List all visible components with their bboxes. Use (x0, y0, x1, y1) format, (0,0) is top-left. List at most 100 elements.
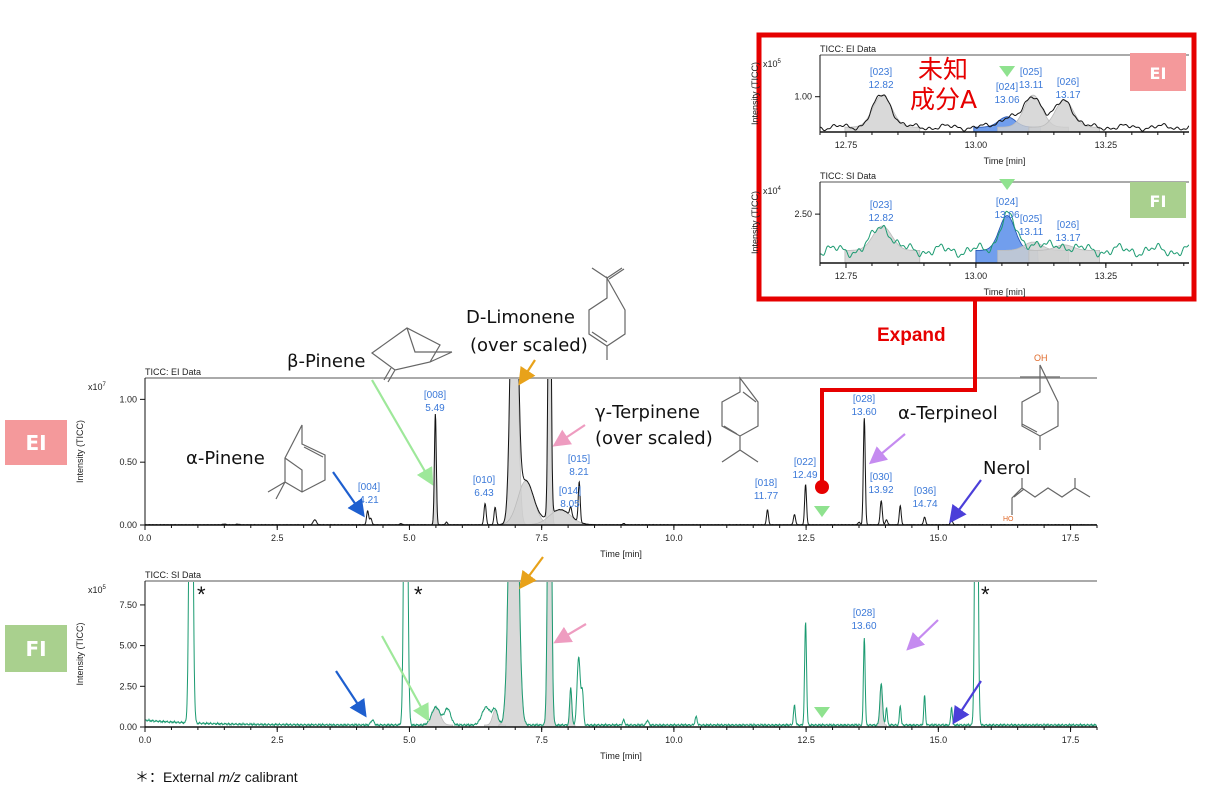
peak-label-id: [036] (914, 486, 936, 497)
multiplier-exponent: 5 (103, 585, 107, 591)
x-tick-label: 13.00 (965, 271, 988, 281)
peak-label-rt: 13.06 (994, 95, 1019, 106)
fi_inset-trace (820, 210, 1189, 259)
terpinene-arrow (552, 424, 586, 447)
nerol-fi-arrow (952, 680, 982, 725)
peak-label-rt: 14.74 (912, 499, 937, 510)
footnote-italic: m/z (218, 769, 241, 785)
x-tick-label: 13.00 (965, 140, 988, 150)
unknown-label-line2: 成分A (910, 85, 977, 114)
x-tick-label: 10.0 (665, 533, 683, 543)
terpinene-structure (721, 376, 759, 463)
y-axis-label: Intensity (TICC) (750, 191, 760, 254)
beta-pinene-arrow (371, 379, 434, 486)
y-tick-label: 1.00 (119, 394, 137, 404)
oh-label: OH (1034, 353, 1048, 363)
inset-fi-badge-box (1130, 182, 1186, 218)
x-tick-label: 2.5 (271, 735, 284, 745)
x-tick-label: 5.0 (403, 735, 416, 745)
peak-label-id: [008] (424, 390, 446, 401)
peak-label-id: [004] (358, 482, 380, 493)
x-tick-label: 12.5 (797, 735, 815, 745)
terpineol-structure (1020, 364, 1060, 450)
terpineol-label: α-Terpineol (898, 403, 998, 424)
peak-label-rt: 13.60 (851, 407, 876, 418)
limonene-note: (over scaled) (470, 335, 588, 356)
y-tick-label: 2.50 (794, 209, 812, 219)
limonene-label: D-Limonene (466, 307, 575, 328)
deconvolved-peak-area (566, 686, 576, 727)
x-tick-label: 13.25 (1095, 271, 1118, 281)
peak-label-id: [026] (1057, 77, 1079, 88)
y-tick-label: 0.50 (119, 457, 137, 467)
x-tick-label: 12.75 (835, 140, 858, 150)
calibrant-footnote: ＊：External m/z calibrant (135, 769, 298, 785)
peak-label-rt: 8.21 (569, 467, 589, 478)
y-multiplier: x107 (88, 382, 107, 392)
peak-label-id: [030] (870, 472, 892, 483)
target-marker-triangle (999, 66, 1016, 77)
peak-label-id: [023] (870, 67, 892, 78)
calibrant-marker-1: * (197, 582, 206, 607)
multiplier-exponent: 5 (778, 59, 782, 65)
limonene-structure (588, 267, 626, 360)
expand-label: Expand (877, 325, 946, 346)
deconvolved-peak-area (1028, 244, 1101, 263)
x-tick-label: 7.5 (535, 735, 548, 745)
expand-connector (820, 300, 977, 487)
unknown-label-line1: 未知 (918, 55, 968, 84)
x-tick-label: 17.5 (1062, 533, 1080, 543)
expand-anchor-dot (815, 480, 829, 494)
beta-pinene-label: β-Pinene (287, 351, 365, 372)
peak-label-id: [022] (794, 457, 816, 468)
footnote-text-before: External (163, 769, 218, 785)
chart-title: TICC: EI Data (820, 44, 876, 54)
terpineol-arrow (868, 433, 906, 465)
y-tick-label: 2.50 (119, 681, 137, 691)
peak-label-rt: 13.17 (1055, 90, 1080, 101)
x-axis-label: Time [min] (984, 156, 1026, 166)
terpinene-note: (over scaled) (595, 428, 713, 449)
limonene-arrow (518, 359, 536, 386)
peak-label-rt: 8.05 (560, 499, 580, 510)
peak-label-id: [025] (1020, 67, 1042, 78)
alpha-pinene-fi-arrow (335, 670, 367, 718)
y-axis-label: Intensity (TICC) (750, 62, 760, 125)
terpinene-label: γ-Terpinene (595, 402, 700, 423)
inset-ei-badge: EI (1150, 64, 1167, 83)
ei-arrows (332, 359, 982, 524)
peak-label-rt: 4.21 (359, 495, 379, 506)
multiplier-base: x10 (88, 382, 103, 392)
multiplier-exponent: 7 (103, 382, 107, 388)
footnote-sep: ： (149, 769, 163, 785)
peak-label-rt: 13.60 (851, 621, 876, 632)
peak-label-rt: 6.43 (474, 488, 494, 499)
footnote-text-after: calibrant (241, 769, 298, 785)
peak-label-rt: 13.06 (994, 210, 1019, 221)
target-marker-triangle (813, 707, 830, 718)
fi-badge-box (5, 625, 67, 672)
ei_inset-trace (820, 94, 1189, 132)
peak-label-rt: 13.11 (1019, 227, 1044, 238)
x-tick-label: 2.5 (271, 533, 284, 543)
peak-label-rt: 5.49 (425, 403, 445, 414)
alpha-pinene-label: α-Pinene (186, 448, 265, 469)
x-tick-label: 15.0 (930, 533, 948, 543)
y-tick-label: 0.00 (119, 520, 137, 530)
y-tick-label: 1.00 (794, 92, 812, 102)
fi-badge: FI (25, 637, 46, 661)
peak-label-rt: 12.82 (868, 80, 893, 91)
multiplier-base: x10 (763, 59, 778, 69)
multiplier-base: x10 (88, 585, 103, 595)
footnote-symbol: ＊ (135, 769, 149, 785)
y-tick-label: 0.00 (119, 722, 137, 732)
peak-label-id: [015] (568, 454, 590, 465)
y-multiplier: x104 (763, 186, 782, 196)
y-tick-label: 5.00 (119, 641, 137, 651)
peak-label-rt: 13.17 (1055, 233, 1080, 244)
x-tick-label: 13.25 (1095, 140, 1118, 150)
